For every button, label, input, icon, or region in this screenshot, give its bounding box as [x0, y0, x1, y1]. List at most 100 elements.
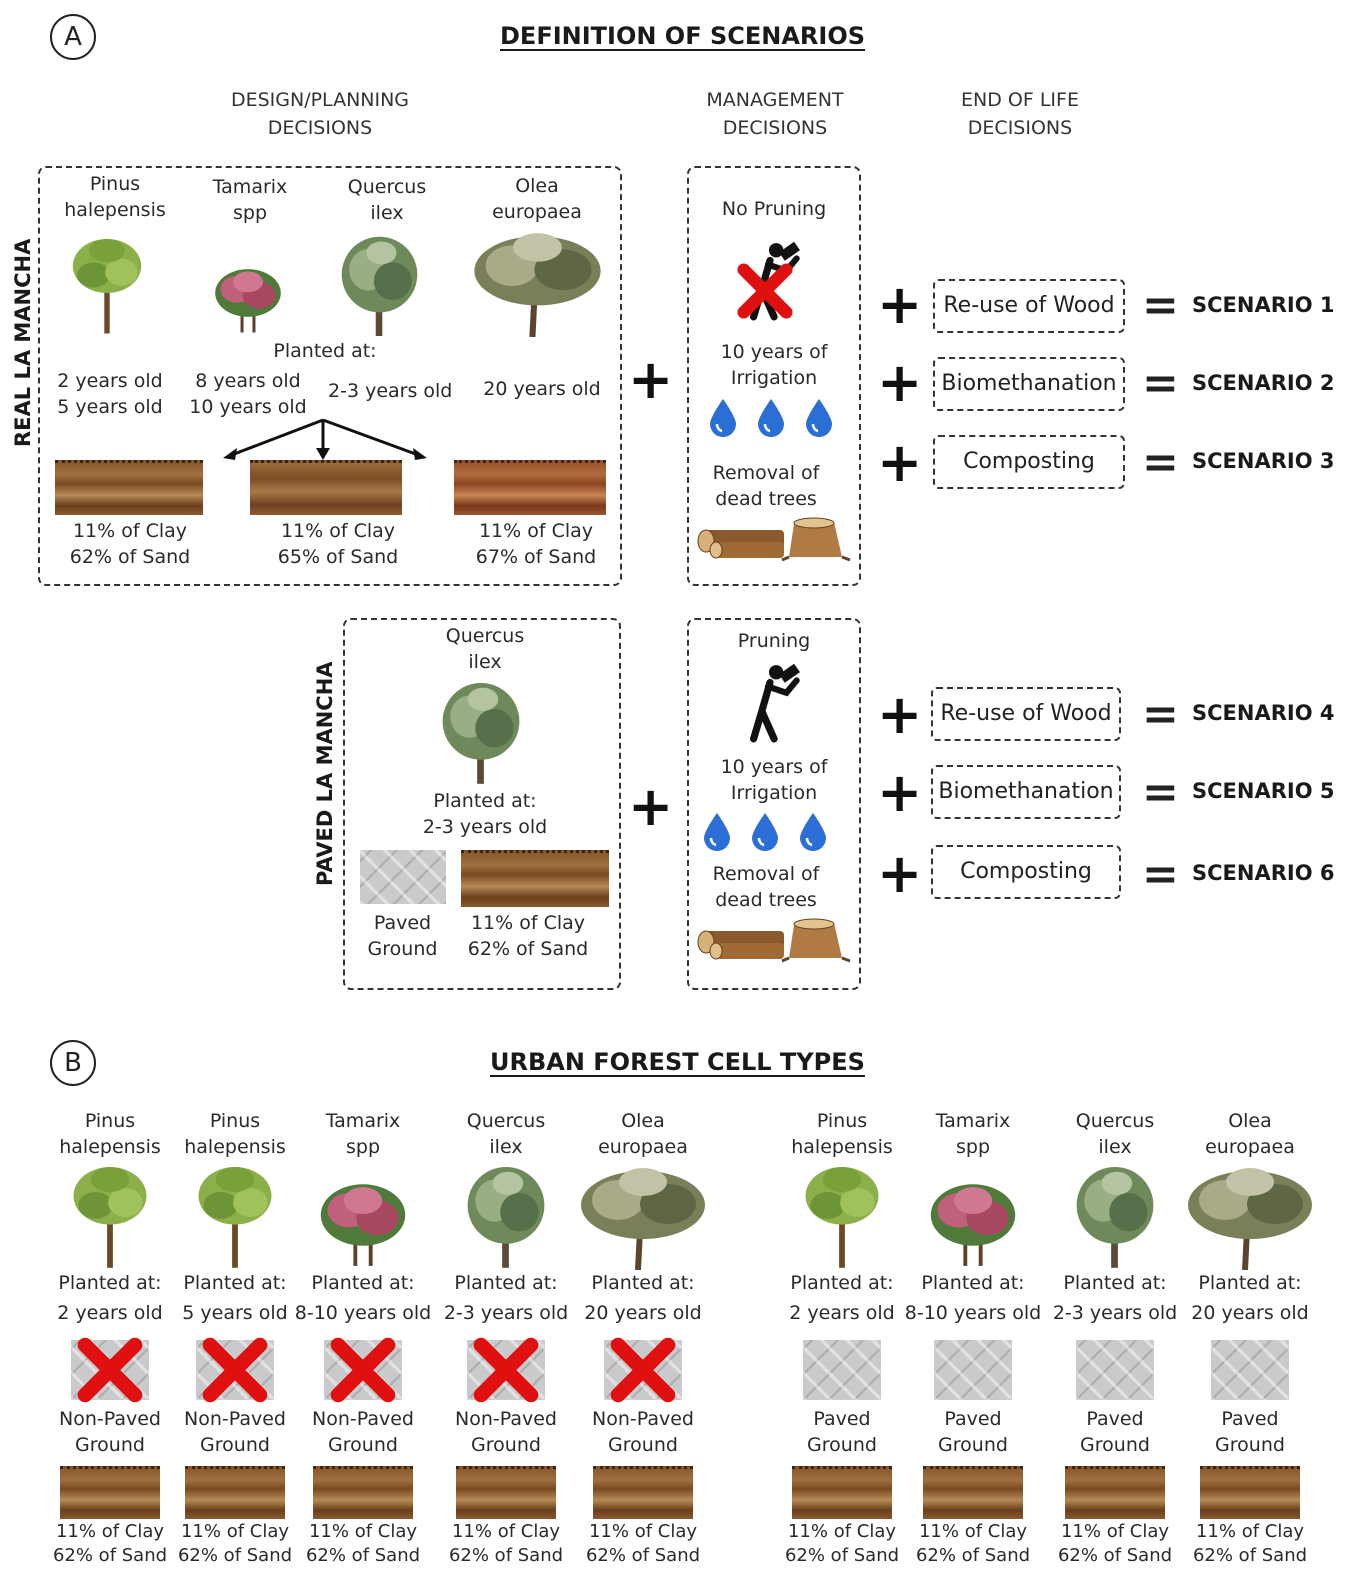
cell-tree-image	[925, 1160, 1021, 1270]
plus-icon: +	[877, 761, 923, 824]
plus-icon: +	[877, 431, 923, 494]
red-cross-icon	[76, 1336, 144, 1404]
cell-planted-label: Planted at:	[790, 1272, 894, 1294]
scenario-5: SCENARIO 5	[1192, 779, 1335, 803]
cell-soil-image	[60, 1466, 160, 1519]
eol-reuse-wood: Re-use of Wood	[933, 279, 1125, 333]
cell-soil-image	[1200, 1466, 1300, 1519]
plus-icon: +	[877, 842, 923, 905]
paved-ground-image	[1211, 1340, 1289, 1400]
red-cross-icon	[609, 1336, 677, 1404]
eol-composting: Composting	[931, 845, 1121, 899]
olea-tree-image	[460, 225, 615, 337]
olea-age: 20 years old	[483, 378, 601, 400]
soil-image-2	[250, 460, 402, 515]
cell-soil-image	[593, 1466, 693, 1519]
panel-b-label: B	[50, 1040, 96, 1086]
dead-wood-icon	[693, 913, 855, 963]
real-la-mancha-label: REAL LA MANCHA	[11, 238, 35, 447]
cell-planted-label: Planted at:	[1063, 1272, 1167, 1294]
equals-icon: =	[1142, 437, 1179, 488]
cell-soil-image	[456, 1466, 556, 1519]
paved-management-box	[687, 618, 861, 990]
cell-planted-label: Planted at:	[591, 1272, 695, 1294]
panel-a-label: A	[50, 14, 96, 60]
cell-planted-age: 20 years old	[584, 1302, 702, 1324]
cell-planted-age: 2 years old	[57, 1302, 163, 1324]
cell-tree-image	[187, 1160, 283, 1270]
real-management-box	[687, 166, 861, 586]
water-drop-icon	[756, 396, 786, 438]
cell-soil-image	[1065, 1466, 1165, 1519]
soil-image-3	[454, 460, 606, 515]
cell-soil-image	[923, 1466, 1023, 1519]
dead-wood-icon	[693, 512, 855, 562]
plus-icon: +	[628, 775, 674, 838]
panel-a-title: DEFINITION OF SCENARIOS	[500, 22, 866, 50]
cell-tree-image	[573, 1160, 713, 1270]
cell-soil-image	[313, 1466, 413, 1519]
cell-tree-image	[1180, 1160, 1320, 1270]
cell-planted-age: 2-3 years old	[1052, 1302, 1178, 1324]
quercus-age: 2-3 years old	[328, 380, 453, 402]
pruning-worker-icon	[738, 662, 802, 744]
paved-ground-image	[1076, 1340, 1154, 1400]
real-design-box	[38, 166, 622, 586]
cell-planted-label: Planted at:	[454, 1272, 558, 1294]
water-drop-icon	[798, 810, 828, 852]
cell-tree-image	[315, 1160, 411, 1270]
paved-ground-image	[360, 850, 446, 904]
water-drop-icon	[708, 396, 738, 438]
plus-icon: +	[877, 351, 923, 414]
cell-planted-age: 20 years old	[1191, 1302, 1309, 1324]
cell-soil-image	[792, 1466, 892, 1519]
scenario-2: SCENARIO 2	[1192, 371, 1335, 395]
soil-arrows	[223, 418, 427, 460]
cell-planted-label: Planted at:	[921, 1272, 1025, 1294]
soil-image-1	[55, 460, 203, 515]
cell-planted-label: Planted at:	[311, 1272, 415, 1294]
equals-icon: =	[1142, 767, 1179, 818]
cell-planted-age: 8-10 years old	[904, 1302, 1042, 1324]
cell-planted-age: 8-10 years old	[294, 1302, 432, 1324]
paved-ground-image	[934, 1340, 1012, 1400]
no-pruning-label: No Pruning	[721, 198, 827, 220]
water-drop-icon	[750, 810, 780, 852]
tamarix-tree-image	[198, 252, 298, 334]
red-cross-icon	[736, 262, 794, 320]
